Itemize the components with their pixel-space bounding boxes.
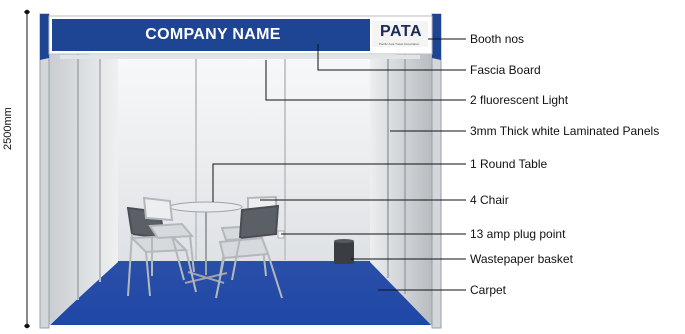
fluorescent-light	[60, 55, 420, 59]
callout-carpet: Carpet	[470, 283, 507, 297]
wastepaper-basket	[334, 239, 354, 264]
callout-wastepaper-basket: Wastepaper basket	[470, 252, 573, 266]
height-dimension-line	[24, 9, 30, 329]
callout-round-table: 1 Round Table	[470, 157, 548, 171]
right-front-post	[431, 13, 442, 329]
left-front-post	[39, 13, 50, 329]
pata-logo-tagline: Pacific Asia Travel Association	[379, 42, 420, 46]
leader-round-table	[212, 163, 466, 202]
right-wall-panels	[370, 50, 432, 326]
callout-fluorescent-light: 2 fluorescent Light	[470, 93, 569, 107]
carpet	[50, 260, 432, 325]
callout-booth-nos: Booth nos	[470, 32, 525, 46]
round-table	[169, 201, 243, 284]
callout-plug-point: 13 amp plug point	[470, 227, 566, 241]
callout-laminated-panels: 3mm Thick white Laminated Panels	[470, 124, 660, 138]
chair	[215, 204, 283, 299]
callout-fascia-board: Fascia Board	[470, 63, 541, 77]
leader-lines	[212, 38, 466, 291]
chair	[142, 196, 195, 276]
height-dimension-label: 2500mm	[2, 107, 14, 150]
leader-fascia-board	[317, 44, 466, 71]
pata-logo	[372, 21, 428, 47]
callout-chair: 4 Chair	[470, 193, 509, 207]
company-name: COMPANY NAME	[145, 26, 281, 43]
pata-logo-text: PATA	[380, 23, 422, 40]
leader-fluorescent-light	[265, 60, 466, 101]
